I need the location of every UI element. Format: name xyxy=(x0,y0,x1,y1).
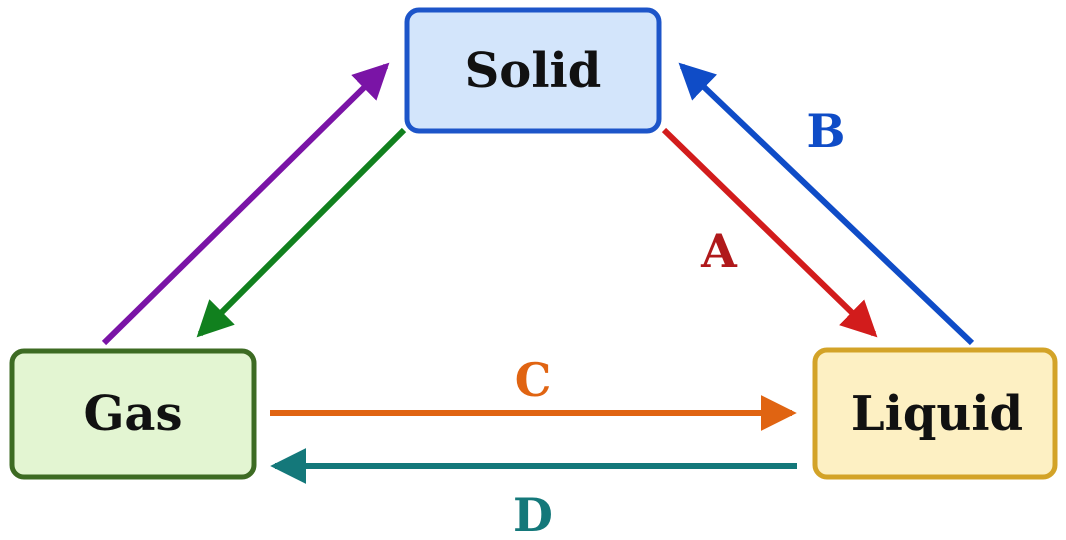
node-gas: Gas xyxy=(9,348,257,480)
arrow-solid-to-gas xyxy=(196,127,407,338)
arrow-gas-to-solid xyxy=(101,62,390,346)
label-c: C xyxy=(515,353,552,407)
node-liquid-box xyxy=(812,347,1058,480)
label-b: B xyxy=(807,104,846,158)
arrow-solid-to-liquid xyxy=(661,127,878,338)
node-solid-label: Solid xyxy=(465,43,602,99)
node-liquid-label: Liquid xyxy=(851,386,1023,442)
label-d: D xyxy=(513,488,553,540)
node-solid-box xyxy=(404,7,662,134)
arrow-liquid-to-solid xyxy=(678,62,975,346)
label-a: A xyxy=(700,224,738,278)
node-liquid: Liquid xyxy=(812,347,1058,480)
node-solid: Solid xyxy=(404,7,662,134)
node-gas-box xyxy=(9,348,257,480)
node-gas-label: Gas xyxy=(83,386,182,442)
